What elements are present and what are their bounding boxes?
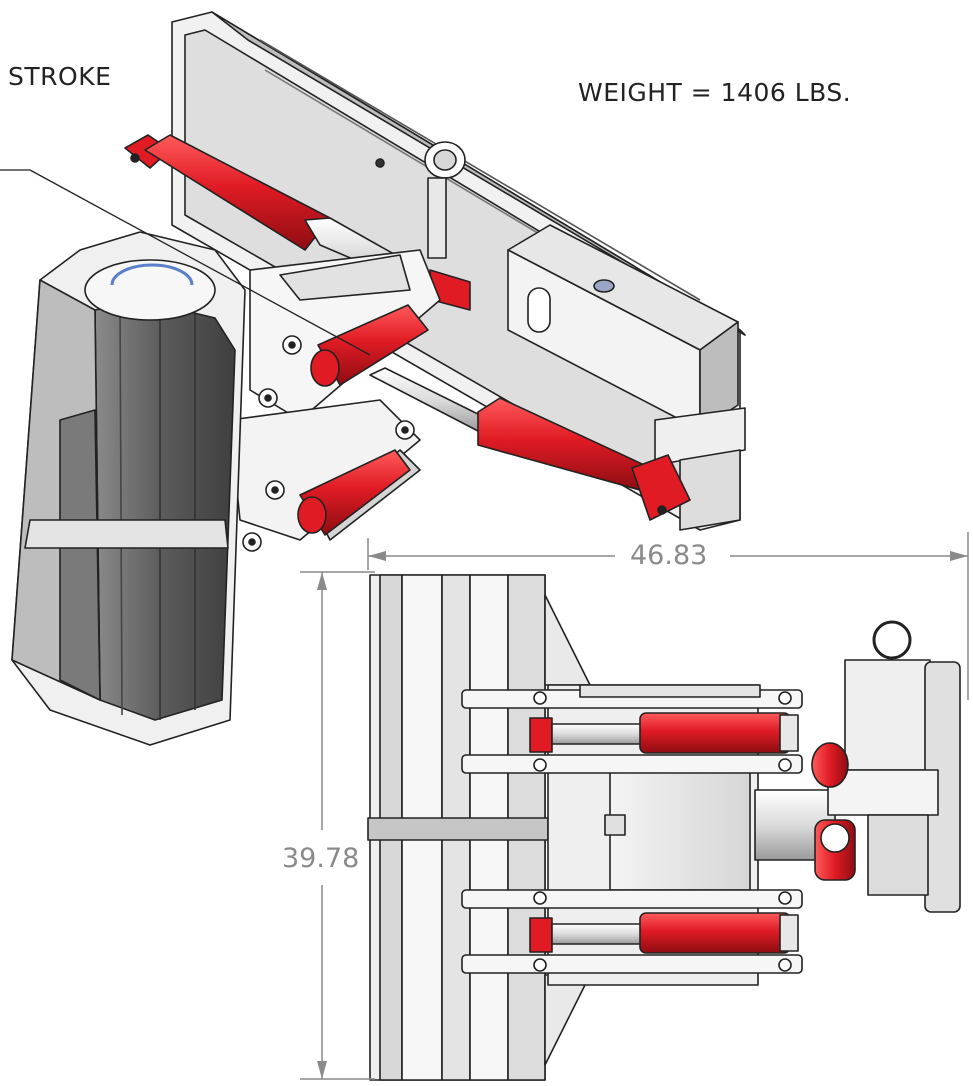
valve-housing	[507, 224, 739, 431]
right-bracket	[654, 407, 746, 531]
stroke-leader-line	[0, 169, 371, 356]
side-frames	[544, 594, 759, 1066]
top-view	[367, 574, 961, 1081]
weight-label: WEIGHT = 1406 LBS.	[578, 78, 852, 107]
height-dimension: 39.78	[278, 843, 364, 874]
drum-slats	[367, 574, 549, 1081]
stroke-label: STROKE	[8, 62, 112, 91]
mounting-plate	[171, 11, 746, 531]
top-view-lower-cylinder	[529, 912, 799, 954]
width-dimension: 46.83	[626, 540, 712, 571]
top-view-bolts	[533, 691, 792, 972]
end-mount	[811, 620, 961, 913]
top-view-upper-cylinder	[529, 712, 799, 754]
octagonal-drum	[11, 231, 246, 746]
dimension-lines	[300, 532, 969, 1080]
upper-arm-plates	[461, 684, 803, 774]
lower-cylinder	[369, 367, 691, 521]
isometric-view	[0, 11, 746, 746]
lower-arm-plates	[461, 889, 803, 974]
bolts	[242, 335, 415, 552]
arm-cylinders	[297, 304, 429, 536]
pivot-ring	[424, 141, 466, 259]
